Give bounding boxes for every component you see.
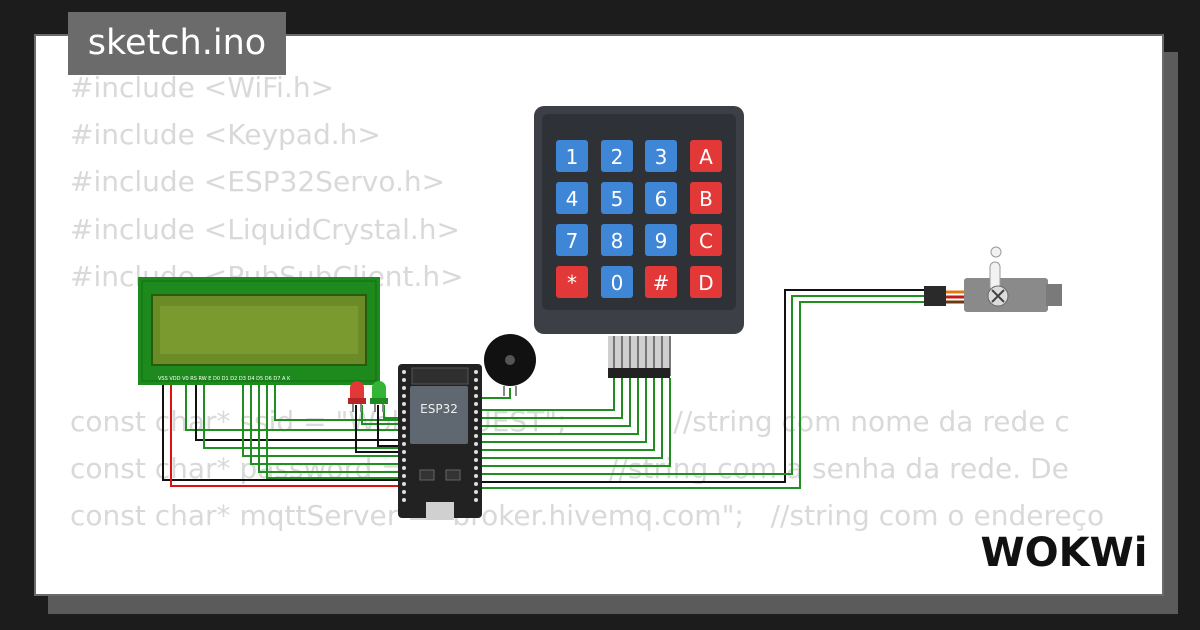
buzzer xyxy=(484,334,536,396)
wire-servo-2 xyxy=(480,295,924,475)
wire-led-red-2 xyxy=(361,405,400,425)
keypad-key-label: 9 xyxy=(655,229,668,253)
keypad-key-label: C xyxy=(699,229,713,253)
wire-lcd-10 xyxy=(274,382,410,421)
keypad: 1 2 3 A 4 5 6 B 7 8 9 C * 0 # D xyxy=(534,106,744,378)
wire-buzzer xyxy=(480,388,511,399)
code-line: const char* mqttServer = "broker.hivemq.… xyxy=(70,499,1105,532)
keypad-key-label: 5 xyxy=(611,187,624,211)
wokwi-logo-text: WOKWi xyxy=(981,530,1148,576)
wire-lcd-7 xyxy=(250,382,410,465)
wire-led-green xyxy=(377,405,400,447)
wire-lcd-4 xyxy=(195,382,410,441)
wire-lcd-6 xyxy=(242,382,410,457)
keypad-key-label: A xyxy=(699,145,713,169)
esp32-board: ESP32 xyxy=(398,364,482,520)
keypad-key-label: B xyxy=(699,187,713,211)
wire-lcd-5 xyxy=(203,382,410,449)
wire-kp-7 xyxy=(480,378,663,459)
wire-kp-5 xyxy=(480,378,647,443)
keypad-key[interactable]: 7 xyxy=(556,224,588,256)
servo-motor xyxy=(924,246,1062,312)
lcd-pin-labels: VSS VDD V0 RS RW E D0 D1 D2 D3 D4 D5 D6 … xyxy=(158,376,291,382)
keypad-keys: 1 2 3 A 4 5 6 B 7 8 9 C * 0 # D xyxy=(556,140,722,298)
wire-kp-6 xyxy=(480,378,655,451)
keypad-key[interactable]: 1 xyxy=(556,140,588,172)
code-line: #include <Keypad.h> xyxy=(70,118,381,151)
code-line: #include <WiFi.h> xyxy=(70,71,335,104)
keypad-key[interactable]: B xyxy=(690,182,722,214)
wire-lcd-8 xyxy=(258,382,410,473)
keypad-key[interactable]: D xyxy=(690,266,722,298)
keypad-key[interactable]: 0 xyxy=(601,266,633,298)
keypad-key[interactable]: 5 xyxy=(601,182,633,214)
wire-led-green-2 xyxy=(383,405,400,419)
wire-lcd-3 xyxy=(185,382,410,431)
keypad-key-label: 8 xyxy=(611,229,624,253)
wire-led-red xyxy=(355,405,400,453)
wire-lcd-1 xyxy=(162,382,400,481)
code-line: #include <ESP32Servo.h> xyxy=(70,165,446,198)
keypad-key[interactable]: A xyxy=(690,140,722,172)
keypad-key[interactable]: 8 xyxy=(601,224,633,256)
wire-servo-1 xyxy=(470,289,924,483)
keypad-key[interactable]: # xyxy=(645,266,677,298)
keypad-key[interactable]: * xyxy=(556,266,588,298)
keypad-key-label: * xyxy=(567,271,577,295)
keypad-key-label: 7 xyxy=(566,229,579,253)
code-line: #include <PubSubClient.h> xyxy=(70,260,464,293)
keypad-key-label: # xyxy=(653,271,670,295)
wire-lcd-2 xyxy=(170,382,400,487)
keypad-key[interactable]: 6 xyxy=(645,182,677,214)
keypad-key[interactable]: 3 xyxy=(645,140,677,172)
wire-kp-8 xyxy=(480,378,671,467)
wire-kp-4 xyxy=(480,378,639,435)
led-green xyxy=(370,381,388,412)
wire-kp-2 xyxy=(480,378,623,419)
wire-kp-3 xyxy=(480,378,631,427)
wire-servo-3 xyxy=(470,301,924,489)
wire-kp-1 xyxy=(480,378,615,411)
sketch-title-tab[interactable]: sketch.ino xyxy=(68,12,286,75)
keypad-key-label: 4 xyxy=(566,187,579,211)
wires xyxy=(162,289,924,489)
keypad-key[interactable]: 4 xyxy=(556,182,588,214)
keypad-key[interactable]: 2 xyxy=(601,140,633,172)
keypad-key[interactable]: 9 xyxy=(645,224,677,256)
lcd-display: VSS VDD V0 RS RW E D0 D1 D2 D3 D4 D5 D6 … xyxy=(138,277,380,385)
keypad-key-label: 0 xyxy=(611,271,624,295)
keypad-key-label: 3 xyxy=(655,145,668,169)
code-line: #include <LiquidCrystal.h> xyxy=(70,213,460,246)
wokwi-logo: WOKWi xyxy=(981,530,1148,576)
keypad-key-label: 1 xyxy=(566,145,579,169)
keypad-key-label: D xyxy=(698,271,713,295)
keypad-key-label: 6 xyxy=(655,187,668,211)
keypad-key[interactable]: C xyxy=(690,224,722,256)
led-red xyxy=(348,381,366,412)
keypad-key-label: 2 xyxy=(611,145,624,169)
esp32-label: ESP32 xyxy=(420,402,458,416)
wire-lcd-9 xyxy=(266,382,400,479)
